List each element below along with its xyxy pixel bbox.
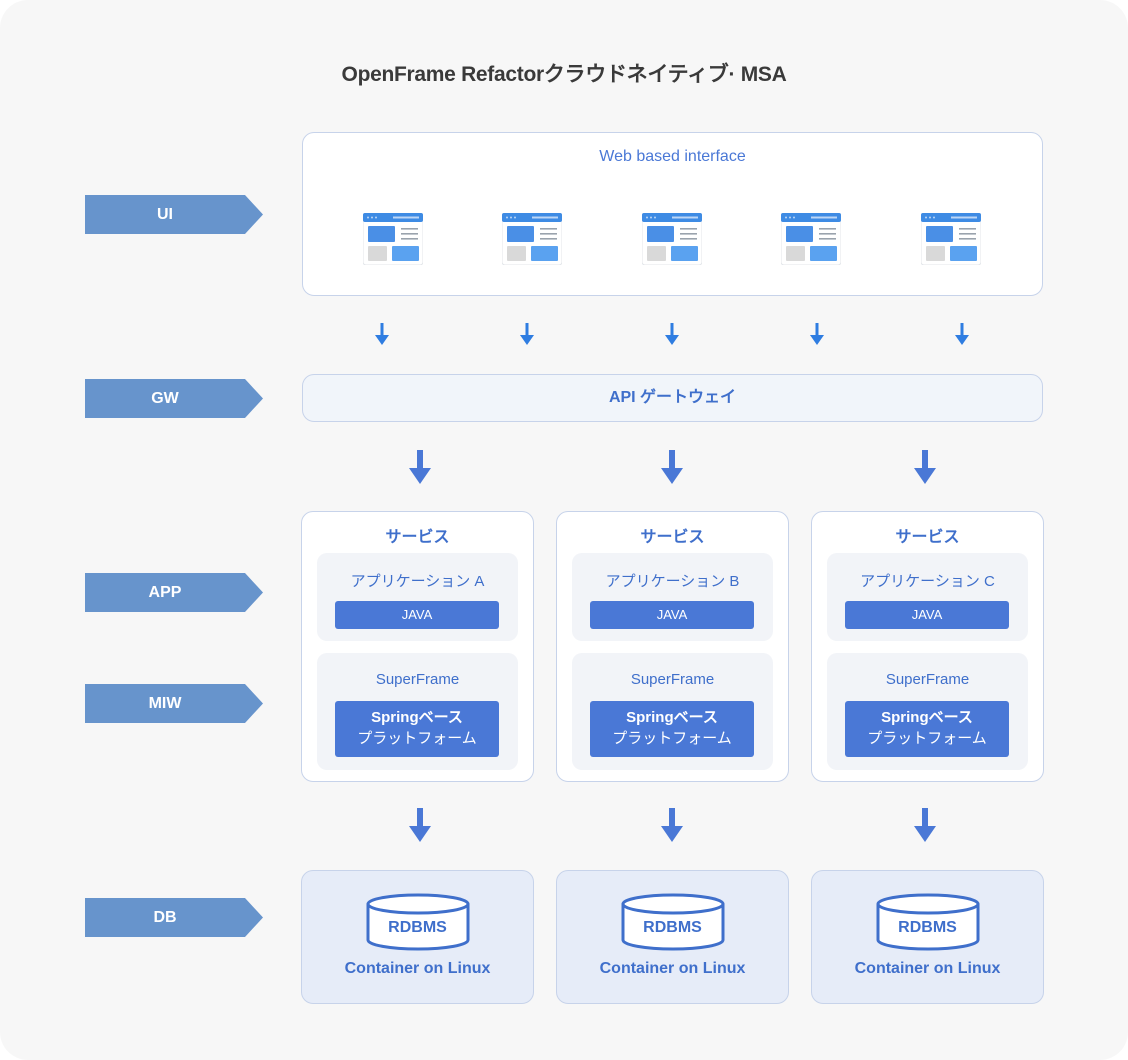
arrow-down-icon	[914, 808, 936, 842]
database-engine-label: RDBMS	[898, 919, 957, 936]
service-box-c: サービス アプリケーション C JAVA SuperFrame Springベー…	[811, 511, 1044, 782]
arrow-down-icon	[661, 808, 683, 842]
database-engine-label: RDBMS	[643, 919, 702, 936]
platform-line-2: プラットフォーム	[867, 730, 987, 747]
database-host-label: Container on Linux	[599, 960, 746, 977]
arrow-down-icon	[810, 323, 824, 345]
browser-window-icon	[921, 213, 981, 265]
pentagon-arrow-icon	[85, 898, 263, 937]
application-title: アプリケーション C	[860, 573, 995, 590]
pentagon-arrow-icon	[85, 684, 263, 723]
middleware-panel: SuperFrame Springベース プラットフォーム	[317, 653, 518, 770]
layer-label-gw-text: GW	[151, 390, 179, 407]
spring-platform-badge: Springベース プラットフォーム	[335, 701, 499, 757]
ui-layer-box: Web based interface	[302, 132, 1043, 296]
database-box-b: RDBMS Container on Linux	[556, 870, 789, 1004]
java-badge: JAVA	[335, 601, 499, 629]
layer-label-db-text: DB	[153, 909, 177, 926]
database-box-a: RDBMS Container on Linux	[301, 870, 534, 1004]
database-cylinder-icon	[621, 893, 725, 951]
arrow-down-icon	[661, 450, 683, 484]
pentagon-arrow-icon	[85, 573, 263, 612]
application-panel: アプリケーション C JAVA	[827, 553, 1028, 641]
spring-platform-badge: Springベース プラットフォーム	[590, 701, 754, 757]
layer-label-app: APP	[85, 573, 263, 612]
arrow-down-icon	[409, 450, 431, 484]
service-title: サービス	[385, 529, 450, 546]
application-title: アプリケーション A	[350, 573, 485, 590]
layer-label-app-text: APP	[148, 584, 182, 601]
layer-label-ui-text: UI	[157, 206, 173, 223]
platform-line-2: プラットフォーム	[357, 730, 477, 747]
layer-label-db: DB	[85, 898, 263, 937]
database-cylinder-icon	[366, 893, 470, 951]
browser-window-icon	[642, 213, 702, 265]
service-title: サービス	[640, 529, 705, 546]
framework-title: SuperFrame	[885, 671, 970, 688]
browser-window-icon	[781, 213, 841, 265]
platform-line-1: Springベース	[626, 709, 718, 726]
database-box-c: RDBMS Container on Linux	[811, 870, 1044, 1004]
arrow-down-icon	[409, 808, 431, 842]
framework-title: SuperFrame	[630, 671, 715, 688]
pentagon-arrow-icon	[85, 379, 263, 418]
database-host-label: Container on Linux	[854, 960, 1001, 977]
database-engine-label: RDBMS	[388, 919, 447, 936]
arrow-down-icon	[914, 450, 936, 484]
browser-window-icon	[502, 213, 562, 265]
database-host-label: Container on Linux	[344, 960, 491, 977]
database-cylinder-icon	[876, 893, 980, 951]
pentagon-arrow-icon	[85, 195, 263, 234]
framework-title: SuperFrame	[375, 671, 460, 688]
java-badge: JAVA	[845, 601, 1009, 629]
platform-line-2: プラットフォーム	[612, 730, 732, 747]
service-title: サービス	[895, 529, 960, 546]
middleware-panel: SuperFrame Springベース プラットフォーム	[827, 653, 1028, 770]
java-badge: JAVA	[590, 601, 754, 629]
platform-line-1: Springベース	[881, 709, 973, 726]
layer-label-miw: MIW	[85, 684, 263, 723]
arrow-down-icon	[375, 323, 389, 345]
application-title: アプリケーション B	[605, 573, 740, 590]
layer-label-miw-text: MIW	[148, 695, 182, 712]
api-gateway-box: API ゲートウェイ	[302, 374, 1043, 422]
arrow-down-icon	[520, 323, 534, 345]
layer-label-gw: GW	[85, 379, 263, 418]
application-panel: アプリケーション A JAVA	[317, 553, 518, 641]
service-box-a: サービス アプリケーション A JAVA SuperFrame Springベー…	[301, 511, 534, 782]
arrow-down-icon	[955, 323, 969, 345]
browser-window-icon	[363, 213, 423, 265]
arrow-down-icon	[665, 323, 679, 345]
middleware-panel: SuperFrame Springベース プラットフォーム	[572, 653, 773, 770]
application-panel: アプリケーション B JAVA	[572, 553, 773, 641]
diagram-title: OpenFrame Refactorクラウドネイティブ· MSA	[341, 63, 787, 86]
layer-label-ui: UI	[85, 195, 263, 234]
service-box-b: サービス アプリケーション B JAVA SuperFrame Springベー…	[556, 511, 789, 782]
spring-platform-badge: Springベース プラットフォーム	[845, 701, 1009, 757]
platform-line-1: Springベース	[371, 709, 463, 726]
ui-box-caption: Web based interface	[599, 148, 746, 165]
